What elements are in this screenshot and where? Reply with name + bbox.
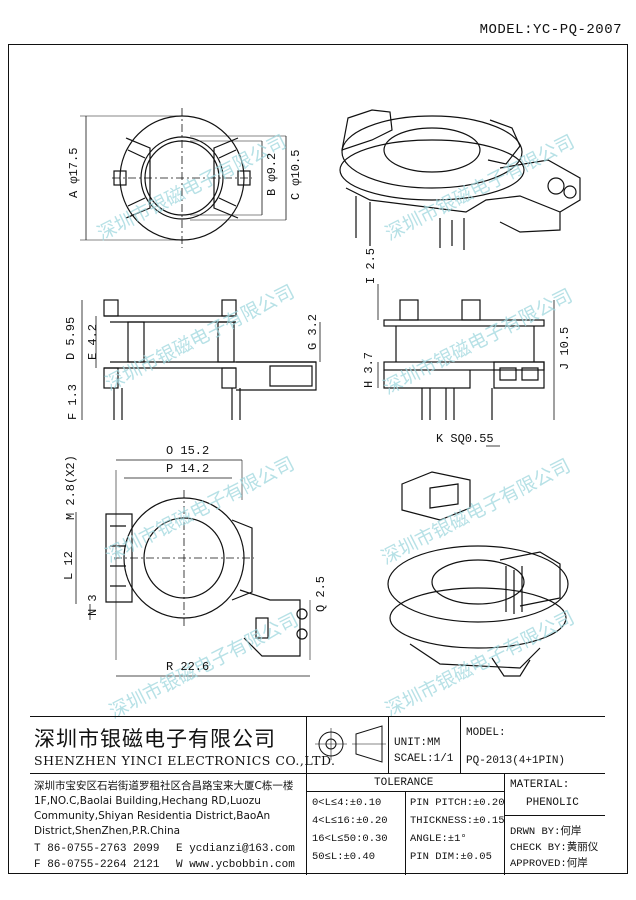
material-label: MATERIAL:	[510, 779, 570, 791]
dim-p: P 14.2	[166, 462, 210, 476]
dim-g: G 3.2	[306, 313, 320, 350]
pin-spec-row: THICKNESS:±0.15	[410, 815, 505, 827]
top-view-drawing	[80, 108, 287, 248]
dim-o: O 15.2	[166, 444, 210, 458]
dim-n: N 3	[86, 594, 100, 616]
dim-j: J 10.5	[558, 326, 572, 370]
drawn-by: DRWN BY:何岸	[510, 826, 582, 838]
bottom-view-drawing	[75, 459, 311, 677]
isometric-view-bottom	[387, 471, 569, 677]
tolerance-row: 4<L≤16:±0.20	[312, 815, 388, 827]
phone: T 86-0755-2763 2099	[34, 843, 160, 855]
dim-d: D 5.95	[64, 316, 78, 360]
tolerance-row: 0<L≤4:±0.10	[312, 797, 382, 809]
checked-by: CHECK BY:黄丽仪	[510, 842, 599, 854]
address-en-line: Community,Shiyan Residentia District,Bao…	[34, 810, 271, 822]
company-name-cn: 深圳市银磁电子有限公司	[34, 727, 276, 751]
dim-r: R 22.6	[166, 660, 210, 674]
website: W www.ycbobbin.com	[176, 859, 295, 871]
dim-c: C φ10.5	[289, 149, 303, 200]
pin-spec-row: ANGLE:±1°	[410, 833, 467, 845]
address-cn: 深圳市宝安区石岩街道罗租社区合昌路宝来大厦C栋一楼	[34, 780, 294, 792]
dim-b: B φ9.2	[265, 152, 279, 196]
drawing-model-number: MODEL:YC-PQ-2007	[479, 22, 622, 38]
dim-i: I 2.5	[364, 247, 378, 284]
unit: UNIT:MM	[394, 737, 441, 749]
company-name-en: SHENZHEN YINCI ELECTRONICS CO.,LTD.	[34, 753, 336, 768]
approved-by: APPROVED:何岸	[510, 858, 588, 870]
address-en-line: District,ShenZhen,P.R.China	[34, 825, 181, 837]
tolerance-row: 16<L≤50:0.30	[312, 833, 388, 845]
dim-h: H 3.7	[362, 351, 376, 388]
dim-f: F 1.3	[66, 383, 80, 420]
title-block: 深圳市银磁电子有限公司 SHENZHEN YINCI ELECTRONICS C…	[30, 716, 605, 875]
material-value: PHENOLIC	[526, 797, 579, 809]
isometric-view-top	[339, 109, 581, 250]
scale: SCAEL:1/1	[394, 753, 454, 765]
drawing-frame	[8, 44, 628, 874]
dim-l: L 12	[62, 551, 76, 580]
tolerance-row: 50≤L:±0.40	[312, 851, 376, 863]
dim-e: E 4.2	[86, 323, 100, 360]
dim-m: M 2.8(X2)	[64, 455, 78, 520]
pin-spec-row: PIN DIM:±0.05	[410, 851, 492, 863]
side-view-right	[377, 284, 555, 447]
fax: F 86-0755-2264 2121	[34, 859, 160, 871]
email: E ycdianzi@163.com	[176, 843, 295, 855]
projection-symbol	[315, 725, 386, 763]
address-block: 深圳市宝安区石岩街道罗租社区合昌路宝来大厦C栋一楼 1F,NO.C,Baolai…	[34, 779, 306, 839]
model-label: MODEL:	[466, 727, 506, 739]
dim-q: Q 2.5	[314, 575, 328, 612]
pin-spec-row: PIN PITCH:±0.20	[410, 797, 505, 809]
model-value: PQ-2013(4+1PIN)	[466, 755, 566, 767]
dim-k: K SQ0.55	[436, 432, 494, 446]
side-view-left	[81, 299, 321, 420]
tolerance-title: TOLERANCE	[374, 777, 434, 789]
address-en-line: 1F,NO.C,Baolai Building,Hechang RD,Luozu	[34, 795, 261, 807]
dim-a: A φ17.5	[67, 147, 81, 198]
